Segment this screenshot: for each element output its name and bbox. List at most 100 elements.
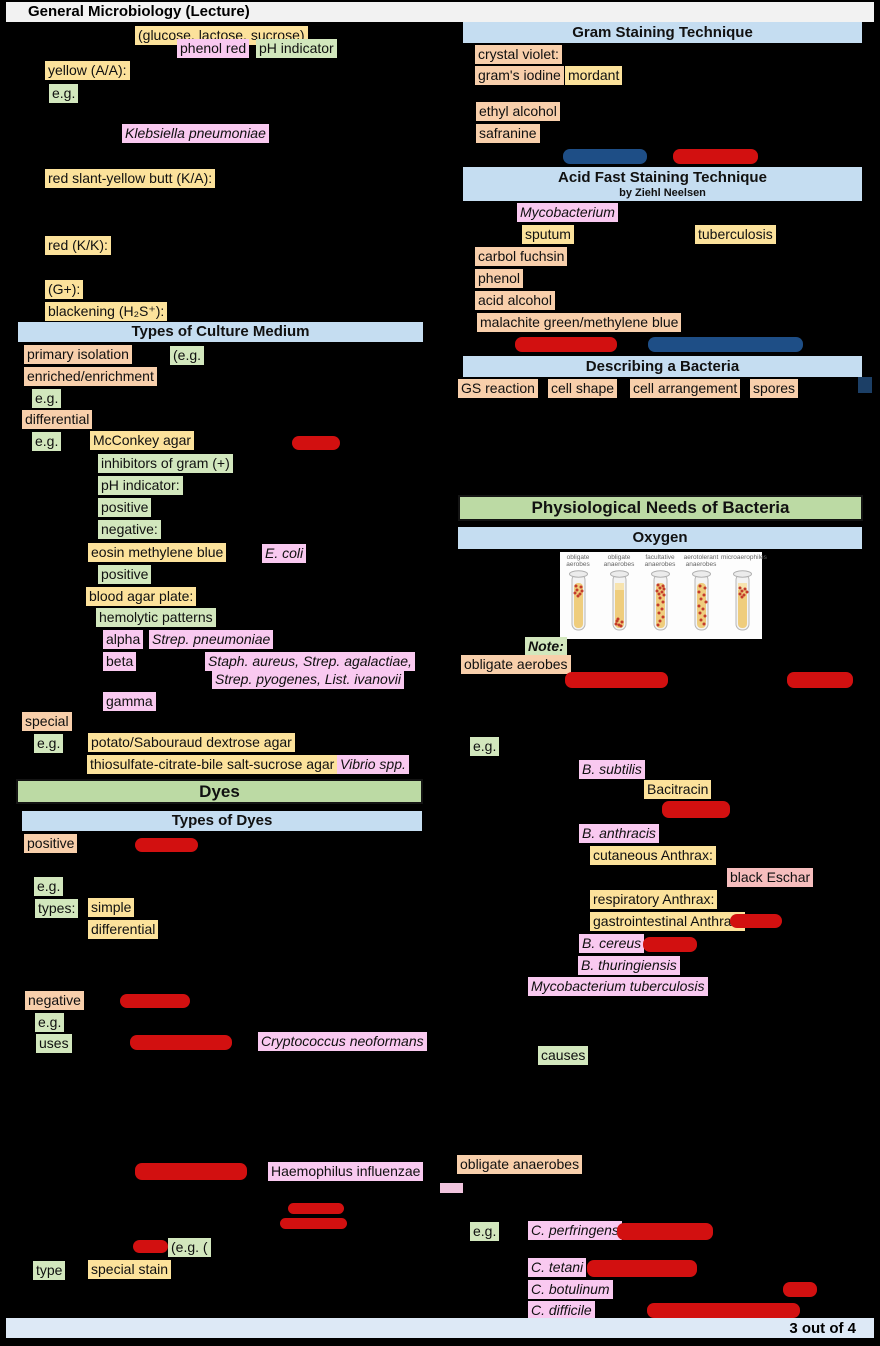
culture-medium-header: Types of Culture Medium (18, 322, 423, 342)
acid-alcohol: acid alcohol (475, 291, 555, 310)
redacted-blue-text (563, 149, 647, 164)
mcconkey-positive: positive (98, 498, 152, 517)
redacted-red-text (288, 1203, 344, 1214)
bottom-bar (6, 1318, 874, 1338)
counterstain: malachite green/methylene blue (477, 313, 682, 332)
e-coli: E. coli (262, 544, 307, 563)
dyes-eg2: e.g. (35, 1013, 65, 1032)
redacted-red-text (787, 672, 853, 688)
strep-pneumoniae: Strep. pneumoniae (149, 630, 274, 649)
mycobacterium-tuberculosis: Mycobacterium tuberculosis (528, 977, 708, 996)
tuberculosis: tuberculosis (695, 225, 776, 244)
special-medium: special (22, 712, 72, 731)
dye-types: types: (35, 899, 79, 918)
tube-label-microaerophiles: microaerophiles (721, 554, 767, 561)
haemophilus-influenzae: Haemophilus influenzae (268, 1162, 424, 1181)
mcconkey-negative: negative: (98, 520, 161, 539)
pink-fragment (440, 1183, 463, 1193)
b-anthracis: B. anthracis (579, 824, 659, 843)
culture-eg-paren: (e.g. (170, 346, 205, 365)
c-perfringens: C. perfringens (528, 1221, 622, 1240)
physio-eg2: e.g. (470, 1222, 500, 1241)
black-eschar: black Eschar (727, 868, 814, 887)
page-number: 3 out of 4 (789, 1320, 856, 1337)
primary-isolation: primary isolation (24, 345, 132, 364)
c-difficile: C. difficile (528, 1301, 595, 1320)
oxygen-header: Oxygen (458, 527, 862, 549)
redacted-red-text (587, 1260, 697, 1277)
describing-bacteria-header: Describing a Bacteria (463, 356, 862, 377)
simple-dye: simple (88, 898, 135, 917)
ph-indicator-item: pH indicator: (98, 476, 183, 495)
grams-iodine: gram's iodine (475, 66, 564, 85)
tsi-phenol-red: phenol red (177, 39, 250, 58)
redacted-red-text (135, 838, 198, 852)
gamma-hemolysis: gamma (103, 692, 156, 711)
hemolytic-patterns: hemolytic patterns (96, 608, 216, 627)
beta-hemolysis: beta (103, 652, 137, 671)
redacted-red-text (617, 1223, 713, 1240)
tsi-eg: e.g. (49, 84, 79, 103)
redacted-red-text (565, 672, 668, 688)
special-stain: special stain (88, 1260, 172, 1279)
dye-uses: uses (36, 1034, 72, 1053)
tube-label-obligate-anaerobes: obligate anaerobes (603, 554, 635, 568)
culture-eg1: e.g. (32, 389, 62, 408)
physio-eg1: e.g. (470, 737, 500, 756)
inhibitors-gram-positive: inhibitors of gram (+) (98, 454, 233, 473)
mcconkey-agar: McConkey agar (90, 431, 195, 450)
gastrointestinal-anthrax: gastrointestinal Anthrax: (590, 912, 746, 931)
cutaneous-anthrax: cutaneous Anthrax: (590, 846, 716, 865)
tsi-red-slant: red slant-yellow butt (K/A): (45, 169, 216, 188)
redacted-red-text (130, 1035, 232, 1050)
negative-dye: negative (25, 991, 84, 1010)
phenol: phenol (475, 269, 524, 288)
cryptococcus-neoformans: Cryptococcus neoformans (258, 1032, 427, 1051)
tsi-ph-indicator: pH indicator (256, 39, 337, 58)
differential-medium: differential (22, 410, 93, 429)
redacted-red-text (783, 1282, 817, 1297)
tube-label-aerotolerant-anaerobes: aerotolerant anaerobes (683, 554, 719, 568)
b-cereus: B. cereus (579, 934, 645, 953)
physiological-needs-header: Physiological Needs of Bacteria (458, 495, 863, 521)
redacted-red-text (120, 994, 190, 1008)
ethyl-alcohol: ethyl alcohol (476, 102, 560, 121)
dyes-header: Dyes (16, 779, 423, 804)
acid-fast-header: Acid Fast Staining Technique (558, 169, 767, 186)
klebsiella-pneumoniae: Klebsiella pneumoniae (122, 124, 269, 143)
b-thuringiensis: B. thuringiensis (578, 956, 680, 975)
c-tetani: C. tetani (528, 1258, 587, 1277)
beta-organisms-line1: Staph. aureus, Strep. agalactiae, (205, 652, 415, 671)
enriched-enrichment: enriched/enrichment (24, 367, 157, 386)
carbol-fuchsin: carbol fuchsin (475, 247, 568, 266)
tcbs-agar: thiosulfate-citrate-bile salt-sucrose ag… (87, 755, 338, 774)
redacted-red-text (647, 1303, 800, 1318)
culture-eg3: e.g. (34, 734, 64, 753)
gs-reaction: GS reaction (458, 379, 538, 398)
sabouraud-agar: potato/Sabouraud dextrose agar (88, 733, 295, 752)
redacted-red-text (643, 937, 697, 952)
page-title: General Microbiology (Lecture) (6, 2, 874, 22)
beta-organisms-line2: Strep. pyogenes, List. ivanovii (212, 670, 404, 689)
gram-staining-header: Gram Staining Technique (463, 22, 862, 43)
dyes-eg1: e.g. (34, 877, 64, 896)
dye-type: type (33, 1261, 66, 1280)
redacted-red-text (662, 801, 730, 818)
causes-label: causes (538, 1046, 589, 1065)
redacted-red-text (673, 149, 758, 164)
positive-dye: positive (24, 834, 78, 853)
bacitracin: Bacitracin (644, 780, 712, 799)
blood-agar-plate: blood agar plate: (86, 587, 197, 606)
c-botulinum: C. botulinum (528, 1280, 613, 1299)
alpha-hemolysis: alpha (103, 630, 144, 649)
emb-positive: positive (98, 565, 152, 584)
tsi-blackening: blackening (H₂S⁺): (45, 302, 168, 321)
acid-fast-subheader: by Ziehl Neelsen (619, 187, 706, 199)
tube-label-obligate-aerobes: obligate aerobes (566, 554, 590, 568)
redacted-red-text (730, 914, 782, 928)
redacted-red-text (292, 436, 340, 450)
acid-fast-header-bar: Acid Fast Staining Technique by Ziehl Ne… (463, 167, 862, 201)
respiratory-anthrax: respiratory Anthrax: (590, 890, 718, 909)
tsi-red-kk: red (K/K): (45, 236, 111, 255)
sputum: sputum (522, 225, 574, 244)
